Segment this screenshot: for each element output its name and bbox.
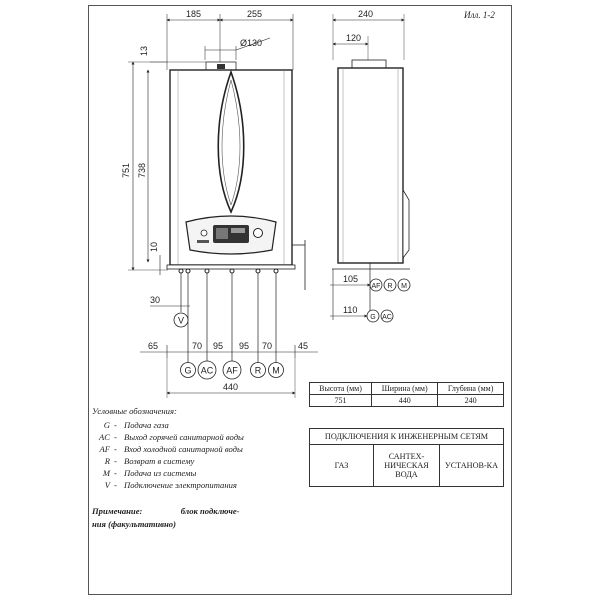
boiler-front-view: 185 255 Ø130 13: [121, 9, 318, 398]
front-connector-pipes: [178, 268, 279, 365]
legend-text: Подача из системы: [124, 468, 197, 478]
value-depth: 240: [437, 394, 504, 407]
dim-side-240: 240: [358, 9, 373, 19]
connector-ac: AC: [201, 366, 214, 376]
connector-m: M: [272, 366, 280, 376]
legend-code: G: [103, 420, 110, 430]
dim-255: 255: [247, 9, 262, 19]
legend-text: Подключение электропитания: [124, 480, 237, 490]
dim-side-120: 120: [346, 33, 361, 43]
legend-code: V: [104, 480, 110, 490]
connector-r: R: [255, 366, 262, 376]
front-connectors: G AC AF R M: [180, 360, 284, 380]
legend: Условные обозначения: G-Подача газа AC-В…: [92, 405, 312, 491]
dimensions-table: Высота (мм) Ширина (мм) Глубина (мм) 751…: [308, 382, 504, 407]
boiler-side-view: 240 120 105 AF R M 110 G AC: [330, 9, 411, 323]
legend-text: Подача газа: [124, 420, 169, 430]
connector-g: G: [184, 366, 191, 376]
header-width: Ширина (мм): [371, 382, 439, 395]
illustration-label: Илл. 1-2: [463, 10, 495, 20]
legend-code: AF: [99, 444, 111, 454]
side-connector-ac: AC: [382, 314, 392, 321]
connections-table: ПОДКЛЮЧЕНИЯ К ИНЖЕНЕРНЫМ СЕТЯМ ГАЗ САНТЕ…: [308, 428, 505, 487]
legend-item: V-Подключение электропитания: [92, 479, 312, 491]
legend-text: Возврат в систему: [124, 456, 195, 466]
note-label: Примечание:: [92, 506, 143, 516]
dim-45: 45: [298, 341, 308, 351]
side-connector-g: G: [370, 314, 375, 321]
dim-751: 751: [121, 163, 131, 178]
side-connector-m: M: [401, 283, 407, 290]
legend-item: AF-Вход холодной санитарной воды: [92, 443, 312, 455]
drawing-frame: [88, 5, 512, 595]
legend-code: R: [104, 456, 110, 466]
dim-70b: 70: [262, 341, 272, 351]
legend-item: G-Подача газа: [92, 419, 312, 431]
header-depth: Глубина (мм): [437, 382, 504, 395]
connector-v-label: V: [178, 316, 184, 326]
legend-code: AC: [99, 432, 110, 442]
connector-af: AF: [226, 366, 238, 376]
legend-title: Условные обозначения:: [92, 406, 177, 416]
legend-item: M-Подача из системы: [92, 467, 312, 479]
dim-440: 440: [223, 382, 238, 392]
dim-13: 13: [139, 46, 149, 56]
col-installation: УСТАНОВ-КА: [438, 444, 505, 487]
legend-item: R-Возврат в систему: [92, 455, 312, 467]
dim-95b: 95: [239, 341, 249, 351]
side-connector-af: AF: [372, 283, 381, 290]
note-text-2: ния (факультативно): [92, 519, 176, 529]
dim-95a: 95: [213, 341, 223, 351]
dim-185: 185: [186, 9, 201, 19]
col-gas: ГАЗ: [308, 444, 375, 487]
dim-65: 65: [148, 341, 158, 351]
dim-10: 10: [149, 242, 159, 252]
dim-side-110: 110: [343, 305, 357, 315]
value-height: 751: [308, 394, 373, 407]
legend-code: M: [102, 468, 110, 478]
col-water: САНТЕХ-НИЧЕСКАЯ ВОДА: [373, 444, 440, 487]
connections-title: ПОДКЛЮЧЕНИЯ К ИНЖЕНЕРНЫМ СЕТЯМ: [309, 428, 504, 445]
dim-70a: 70: [192, 341, 202, 351]
connector-v: [173, 312, 189, 328]
legend-text: Выход горячей санитарной воды: [124, 432, 244, 442]
dim-flue-diameter: Ø130: [240, 38, 262, 48]
dim-side-105: 105: [343, 274, 358, 284]
header-height: Высота (мм): [308, 382, 373, 395]
value-width: 440: [371, 394, 439, 407]
legend-item: AC-Выход горячей санитарной воды: [92, 431, 312, 443]
dim-738: 738: [137, 163, 147, 178]
dim-30: 30: [150, 295, 160, 305]
note: Примечание: блок подключе- ния (факульта…: [92, 505, 332, 531]
legend-text: Вход холодной санитарной воды: [124, 444, 243, 454]
note-text-1: блок подключе-: [180, 506, 240, 516]
side-connector-r: R: [387, 283, 392, 290]
